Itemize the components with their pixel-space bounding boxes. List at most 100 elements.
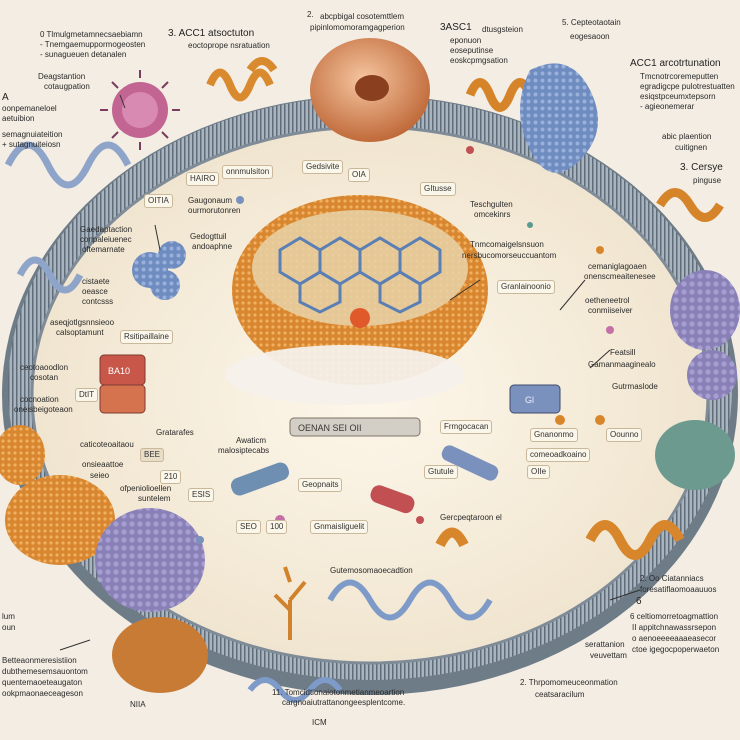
- tag-right-mid-3: Granlainoonio: [497, 280, 555, 294]
- tag-center-low-7: Gnmaisliguelit: [310, 520, 369, 534]
- label-br-8: veuvettam: [590, 651, 627, 660]
- label-right-mid-6: oetheneetrol: [585, 296, 630, 305]
- label-acc-head: 3. ACC1 atsoctuton: [168, 28, 255, 39]
- label-acc-sub: eoctoprope nsratuation: [188, 41, 270, 50]
- tag-right-low-6: comeoadkoaino: [526, 448, 591, 462]
- label-right-3: 3. Cersye: [680, 162, 723, 173]
- purple-organelle-bottom: [95, 508, 205, 612]
- tag-bottom-4: ESIS: [188, 488, 215, 502]
- tag-center-low-6: Geopnaits: [298, 478, 343, 492]
- label-left-mid-3: contcsss: [82, 297, 114, 306]
- label-center-7: omcekinrs: [474, 210, 511, 219]
- label-center-low-8: Gercpeqtaroon el: [440, 513, 502, 522]
- orange-coil-top-left: [206, 57, 278, 102]
- tag-right-low-7: OIIe: [527, 465, 551, 479]
- purple-organelle-right-small: [687, 350, 737, 400]
- label-cal-3: seieo: [90, 471, 110, 480]
- tag-tiny-3: SEO: [236, 520, 261, 534]
- label-left-4: + sutagnuiteiosn: [2, 140, 61, 149]
- label-bl-5: quentemaoeteaugaton: [2, 678, 83, 687]
- label-bottom-center-2: cargnoaiutrattanongeesplentcome.: [282, 698, 406, 707]
- orange-coil-bottom-right: [435, 520, 685, 560]
- tag-tiny-1: 210: [160, 470, 182, 484]
- label-bl-6: ookpmaonaeceageson: [2, 689, 83, 698]
- label-br-2: foresatiflaomoaauuos: [640, 585, 717, 594]
- label-tr-2: eponuon: [450, 36, 482, 45]
- orange-tree: [273, 566, 307, 640]
- label-center-low-3: malosiptecabs: [218, 446, 270, 455]
- label-right-mid-4: cemaniglagoaen: [588, 262, 647, 271]
- blue-loops-bottom: [247, 579, 493, 703]
- label-br-4: II appitchnawassrsepon: [632, 623, 717, 632]
- tag-tiny-2: 100: [266, 520, 288, 534]
- label-left-head: Deagstantion: [38, 72, 86, 81]
- orange-coil-top-right: [465, 78, 724, 222]
- label-bottom-1: ofpeniolioellen: [120, 484, 172, 493]
- label-right-mid-1: Tnmcomaigelsnsuon: [470, 240, 544, 249]
- label-inner-6: Gedogttuil: [190, 232, 227, 241]
- label-far-sub: eogesaoon: [570, 32, 610, 41]
- label-inner-1: Gaugonaum: [188, 196, 233, 205]
- tag-center-2: onnmulsiton: [222, 165, 274, 179]
- label-left-low-4: oneisbeigoteaon: [14, 405, 73, 414]
- label-left-a: A: [2, 92, 9, 103]
- label-tr-num: 3ASC1: [440, 22, 472, 33]
- orange-organelle-left: [5, 475, 115, 565]
- label-left-low-1: ceotoaoodlon: [20, 363, 69, 372]
- label-inner-4: conpaleiuenec: [80, 235, 132, 244]
- label-bl-1: lum: [2, 612, 15, 621]
- smear: [225, 345, 465, 405]
- center-band-text: OENAN SEI OII: [298, 423, 362, 433]
- label-tr-1: dtusgsteion: [482, 25, 523, 34]
- label-inner-3: Gaedaptaction: [80, 225, 133, 234]
- label-bottom-2: suntelem: [138, 494, 171, 503]
- label-tl-head: 0 Tlmulgmetamnecsaebiamn: [40, 30, 143, 39]
- blue-block-text: Gl: [525, 395, 534, 405]
- label-inner-2: ourmorutonren: [188, 206, 241, 215]
- label-br-1: 2. Oo Ciatanniacs: [640, 574, 704, 583]
- red-rod-1: [370, 485, 415, 514]
- blue-cluster-left: [132, 241, 186, 300]
- label-acc2-4: - agieonemerar: [640, 102, 695, 111]
- label-tr-4: eoskcpmgsation: [450, 56, 508, 65]
- tag-left-mid-6: Rsitipaillaine: [120, 330, 173, 344]
- label-bl-2: oun: [2, 623, 16, 632]
- label-bottom-3: Gutemosomaoecadtion: [330, 566, 413, 575]
- label-right-mid-2: nersbucomorseuccuantom: [462, 251, 557, 260]
- label-acc2-1: Tmcnotrcoremeputten: [640, 72, 719, 81]
- orange-organelle-left-small: [0, 425, 45, 485]
- nucleus-network: [278, 236, 442, 314]
- label-cal-1: caticoteoaitaou: [80, 440, 134, 449]
- label-acc2-head: ACC1 arcotrtunation: [630, 58, 721, 69]
- blue-block: [509, 384, 561, 414]
- label-left-mid-1: cistaete: [82, 277, 110, 286]
- red-block-2: [99, 384, 146, 414]
- tag-right-low-4: Gnanonmo: [530, 428, 578, 442]
- label-tl-2: - Tnemgaemuppormogeosten: [40, 40, 146, 49]
- pink-virus-spikes: [100, 70, 180, 150]
- label-left-low-2: cosotan: [30, 373, 59, 382]
- label-br-3: 6 celtiomorretoagmattion: [630, 612, 719, 621]
- label-top-num: 2.: [307, 10, 314, 19]
- tag-right-low-5: Oounno: [606, 428, 643, 442]
- label-top-2: pipinlomomoramgagperion: [310, 23, 405, 32]
- label-right-low-1: Featsill: [610, 348, 636, 357]
- block-text-1: BA10: [108, 366, 130, 376]
- label-bl-7: NIIA: [130, 700, 146, 709]
- label-bl-3: Betteaonmeresistiion: [2, 656, 77, 665]
- label-right-mid-7: conmiiseiver: [588, 306, 633, 315]
- tag-center-3: Gedsivite: [302, 160, 344, 174]
- leader-lines: [59, 94, 641, 651]
- label-br-6: ctoe igegocpoperwaeton: [632, 645, 720, 654]
- purple-organelle-right: [670, 270, 740, 350]
- label-acc2-3: esiqstpceumxtepsorn: [640, 92, 716, 101]
- donut-hole: [355, 75, 389, 101]
- label-far-head: 5. Cepteotaotain: [562, 18, 621, 27]
- label-left-mid-4: aseqjotlgsnnsieoo: [50, 318, 115, 327]
- teal-organelle-right: [655, 420, 735, 490]
- label-left-2: aetuibion: [2, 114, 35, 123]
- label-bottom-center-3: ICM: [312, 718, 327, 727]
- tag-center-low-4: Frmgocacan: [440, 420, 493, 434]
